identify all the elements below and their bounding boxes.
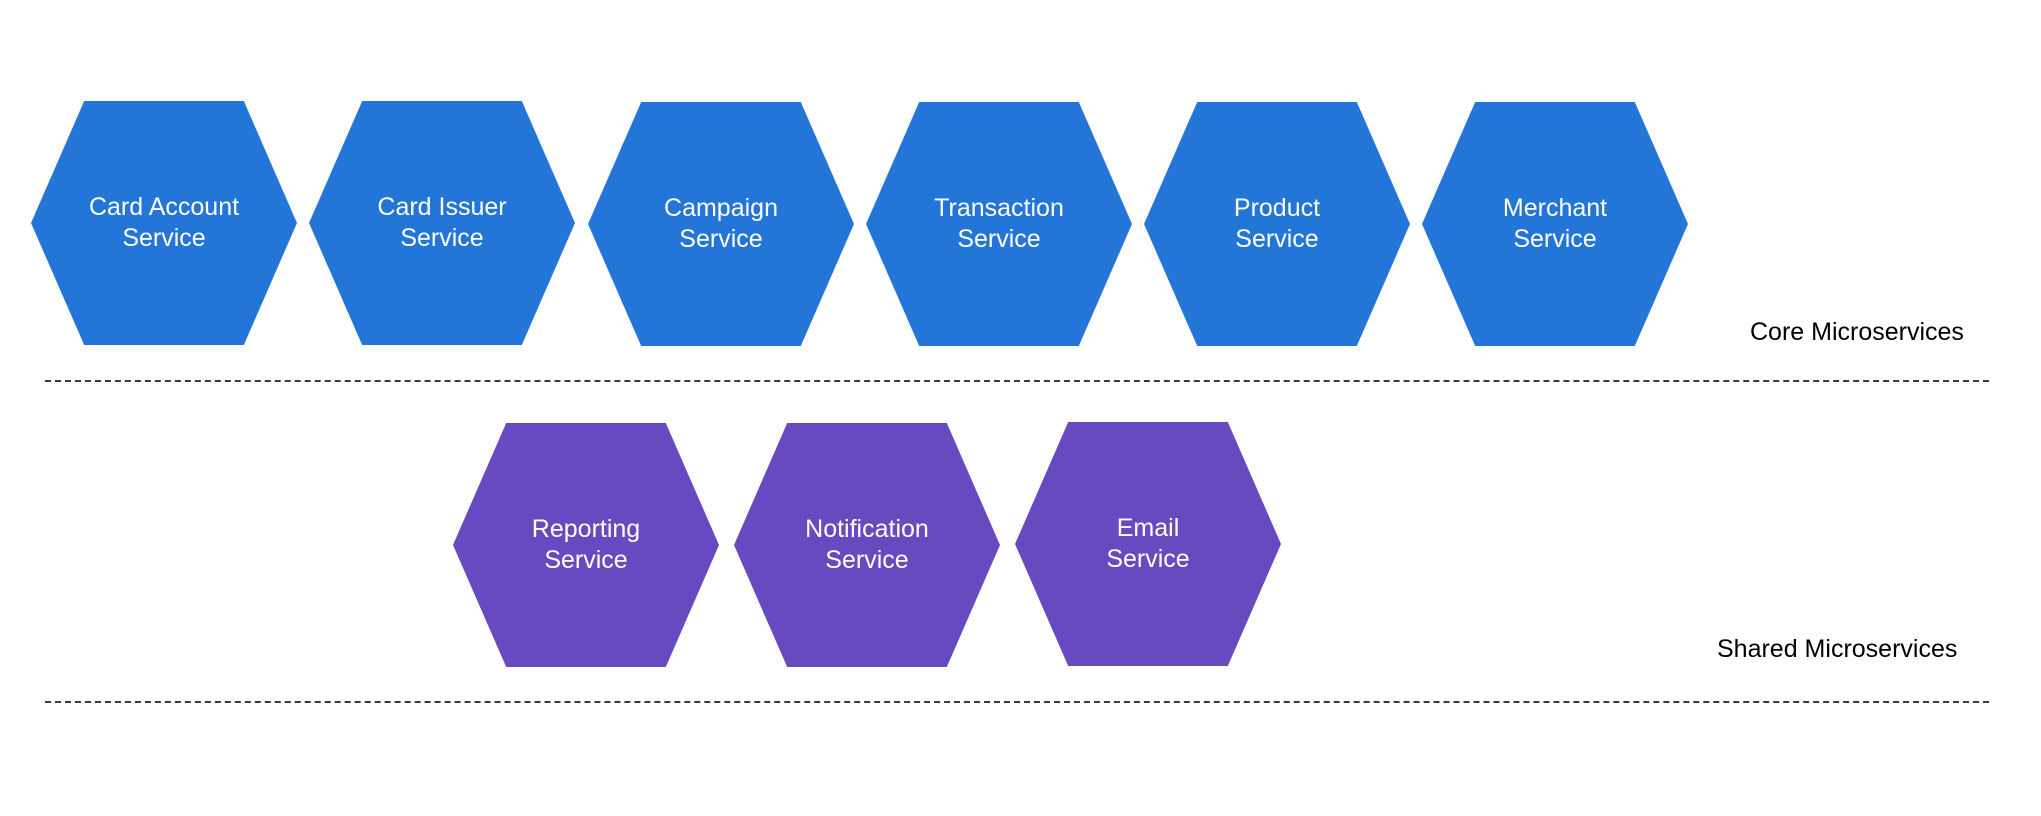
service-suffix: Service [122,224,206,252]
core-microservices-label: Core Microservices [1750,318,1964,346]
service-suffix: Service [1106,545,1190,573]
service-suffix: Service [544,546,628,574]
service-name: Reporting [531,515,641,543]
service-hexagon-card-issuer: Card Issuer Service [309,101,575,345]
service-name: Card Account [88,193,240,221]
service-suffix: Service [1235,225,1319,253]
service-hexagon-merchant: Merchant Service [1422,102,1688,346]
service-name: Product [1233,194,1321,222]
service-hexagon-product: Product Service [1144,102,1410,346]
shared-microservices-label: Shared Microservices [1717,635,1958,663]
service-name: Campaign [664,194,778,222]
service-hexagon-email: Email Service [1015,422,1281,666]
service-suffix: Service [679,225,763,253]
service-hexagon-campaign: Campaign Service [588,102,854,346]
service-name: Merchant [1502,194,1608,222]
service-suffix: Service [400,224,484,252]
service-name: Transaction [934,194,1064,222]
service-hexagon-reporting: Reporting Service [453,423,719,667]
service-suffix: Service [957,225,1041,253]
service-name: Email [1116,514,1180,542]
service-hexagon-card-account: Card Account Service [31,101,297,345]
service-name: Card Issuer [377,193,507,221]
shared-group-divider [45,701,1989,703]
core-group-divider [45,380,1989,382]
service-suffix: Service [1513,225,1597,253]
service-suffix: Service [825,546,909,574]
service-name: Notification [805,515,929,543]
service-hexagon-notification: Notification Service [734,423,1000,667]
service-hexagon-transaction: Transaction Service [866,102,1132,346]
